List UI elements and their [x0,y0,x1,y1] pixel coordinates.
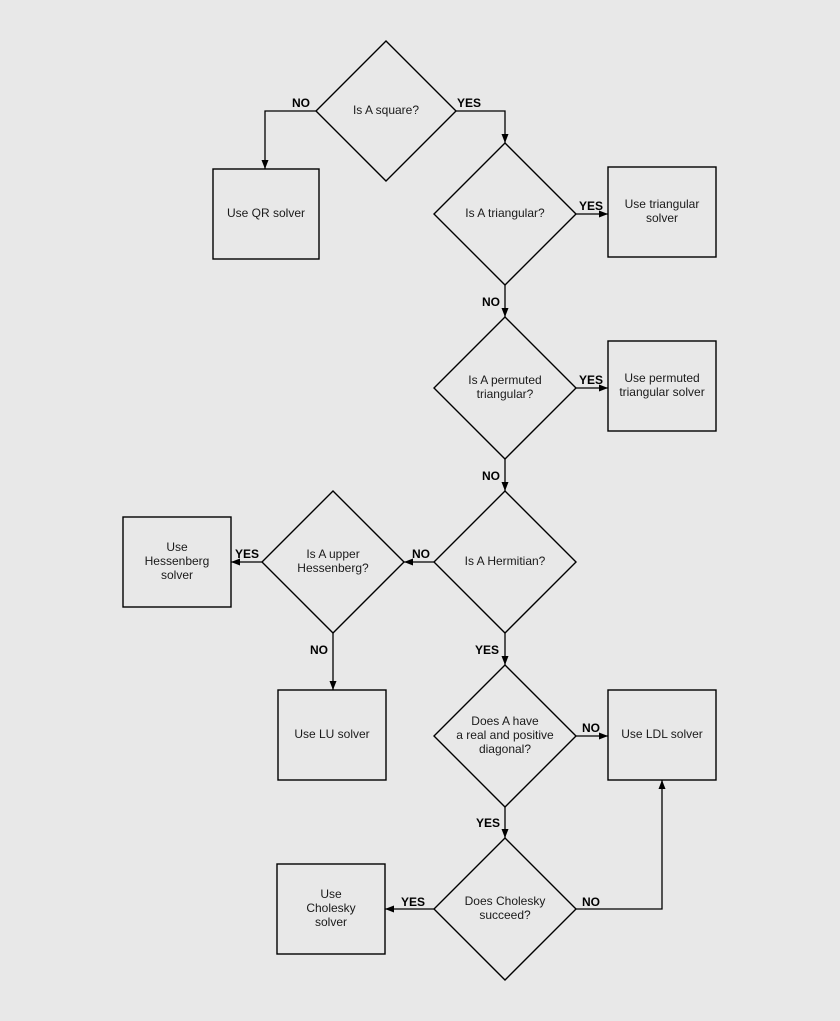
edge-label-d1-to-qr: NO [292,96,310,110]
process-box [276,863,386,955]
edge-label-d5-to-hess: YES [235,547,259,561]
decision-diamond [433,316,577,460]
node-text-line: Hessenberg [145,554,210,568]
edge-d1-to-d2 [456,110,509,143]
process-node-ldl: Use LDL solver [607,689,717,781]
edge-label-d6-to-d7: YES [476,816,500,830]
node-layer: Is A square? Use QR solver Is A triangular… [122,40,717,981]
edge-label-d5-to-lu: NO [310,643,328,657]
edge-d1-to-qr [261,110,316,169]
edge-label-d6-to-ldl: NO [582,721,600,735]
edge-d7-to-ldl [576,780,666,910]
process-box [277,689,387,781]
process-box [212,168,320,260]
process-box [607,689,717,781]
node-text-line: Use [166,540,188,554]
decision-diamond [315,40,457,182]
node-text-line: Use triangular [625,197,700,211]
node-text-line: Use LU solver [294,727,369,741]
node-text-line: Use QR solver [227,206,305,220]
node-text-line: Is A triangular? [465,206,545,220]
process-box [607,340,717,432]
node-text-line: Is A square? [353,103,419,117]
process-node-lu: Use LU solver [277,689,387,781]
decision-diamond [433,490,577,634]
decision-node-d4: Is A Hermitian? [433,490,577,634]
node-text-line: solver [161,568,193,582]
node-text-line: Cholesky [306,901,355,915]
edge-label-d3-to-d4: NO [482,469,500,483]
edge-label-d4-to-d6: YES [475,643,499,657]
edge-label-d2-to-tri: YES [579,199,603,213]
node-text-line: solver [646,211,678,225]
node-text-line: diagonal? [479,742,531,756]
decision-diamond [433,837,577,981]
process-box [607,166,717,258]
node-text-line: solver [315,915,347,929]
decision-node-d2: Is A triangular? [433,142,577,286]
node-text-line: a real and positive [456,728,554,742]
process-box [122,516,232,608]
edge-label-d7-to-chol: YES [401,895,425,909]
node-text-line: triangular? [477,387,534,401]
decision-diamond [433,142,577,286]
node-text-line: Hessenberg? [297,561,369,575]
edge-label-d4-to-d5: NO [412,547,430,561]
edge-label-d3-to-ptri: YES [579,373,603,387]
edge-label-d2-to-d3: NO [482,295,500,309]
decision-diamond [433,664,577,808]
node-text-line: Use [320,887,342,901]
node-text-line: Is A upper [306,547,359,561]
node-text-line: Use LDL solver [621,727,703,741]
node-text-line: Does A have [471,714,539,728]
node-text-line: triangular solver [619,385,704,399]
node-text-line: succeed? [479,908,531,922]
process-node-qr: Use QR solver [212,168,320,260]
node-text-line: Is A permuted [468,373,541,387]
edge-label-layer: NO YES YES NO YES NO NO YES NO YES NO YES YES NO [235,96,603,909]
node-text-line: Does Cholesky [465,894,546,908]
decision-node-d1: Is A square? [315,40,457,182]
edge-layer [231,110,666,913]
edge-label-d1-to-d2: YES [457,96,481,110]
edge-label-d7-to-ldl: NO [582,895,600,909]
decision-diamond [261,490,405,634]
node-text-line: Use permuted [624,371,699,385]
node-text-line: Is A Hermitian? [465,554,546,568]
